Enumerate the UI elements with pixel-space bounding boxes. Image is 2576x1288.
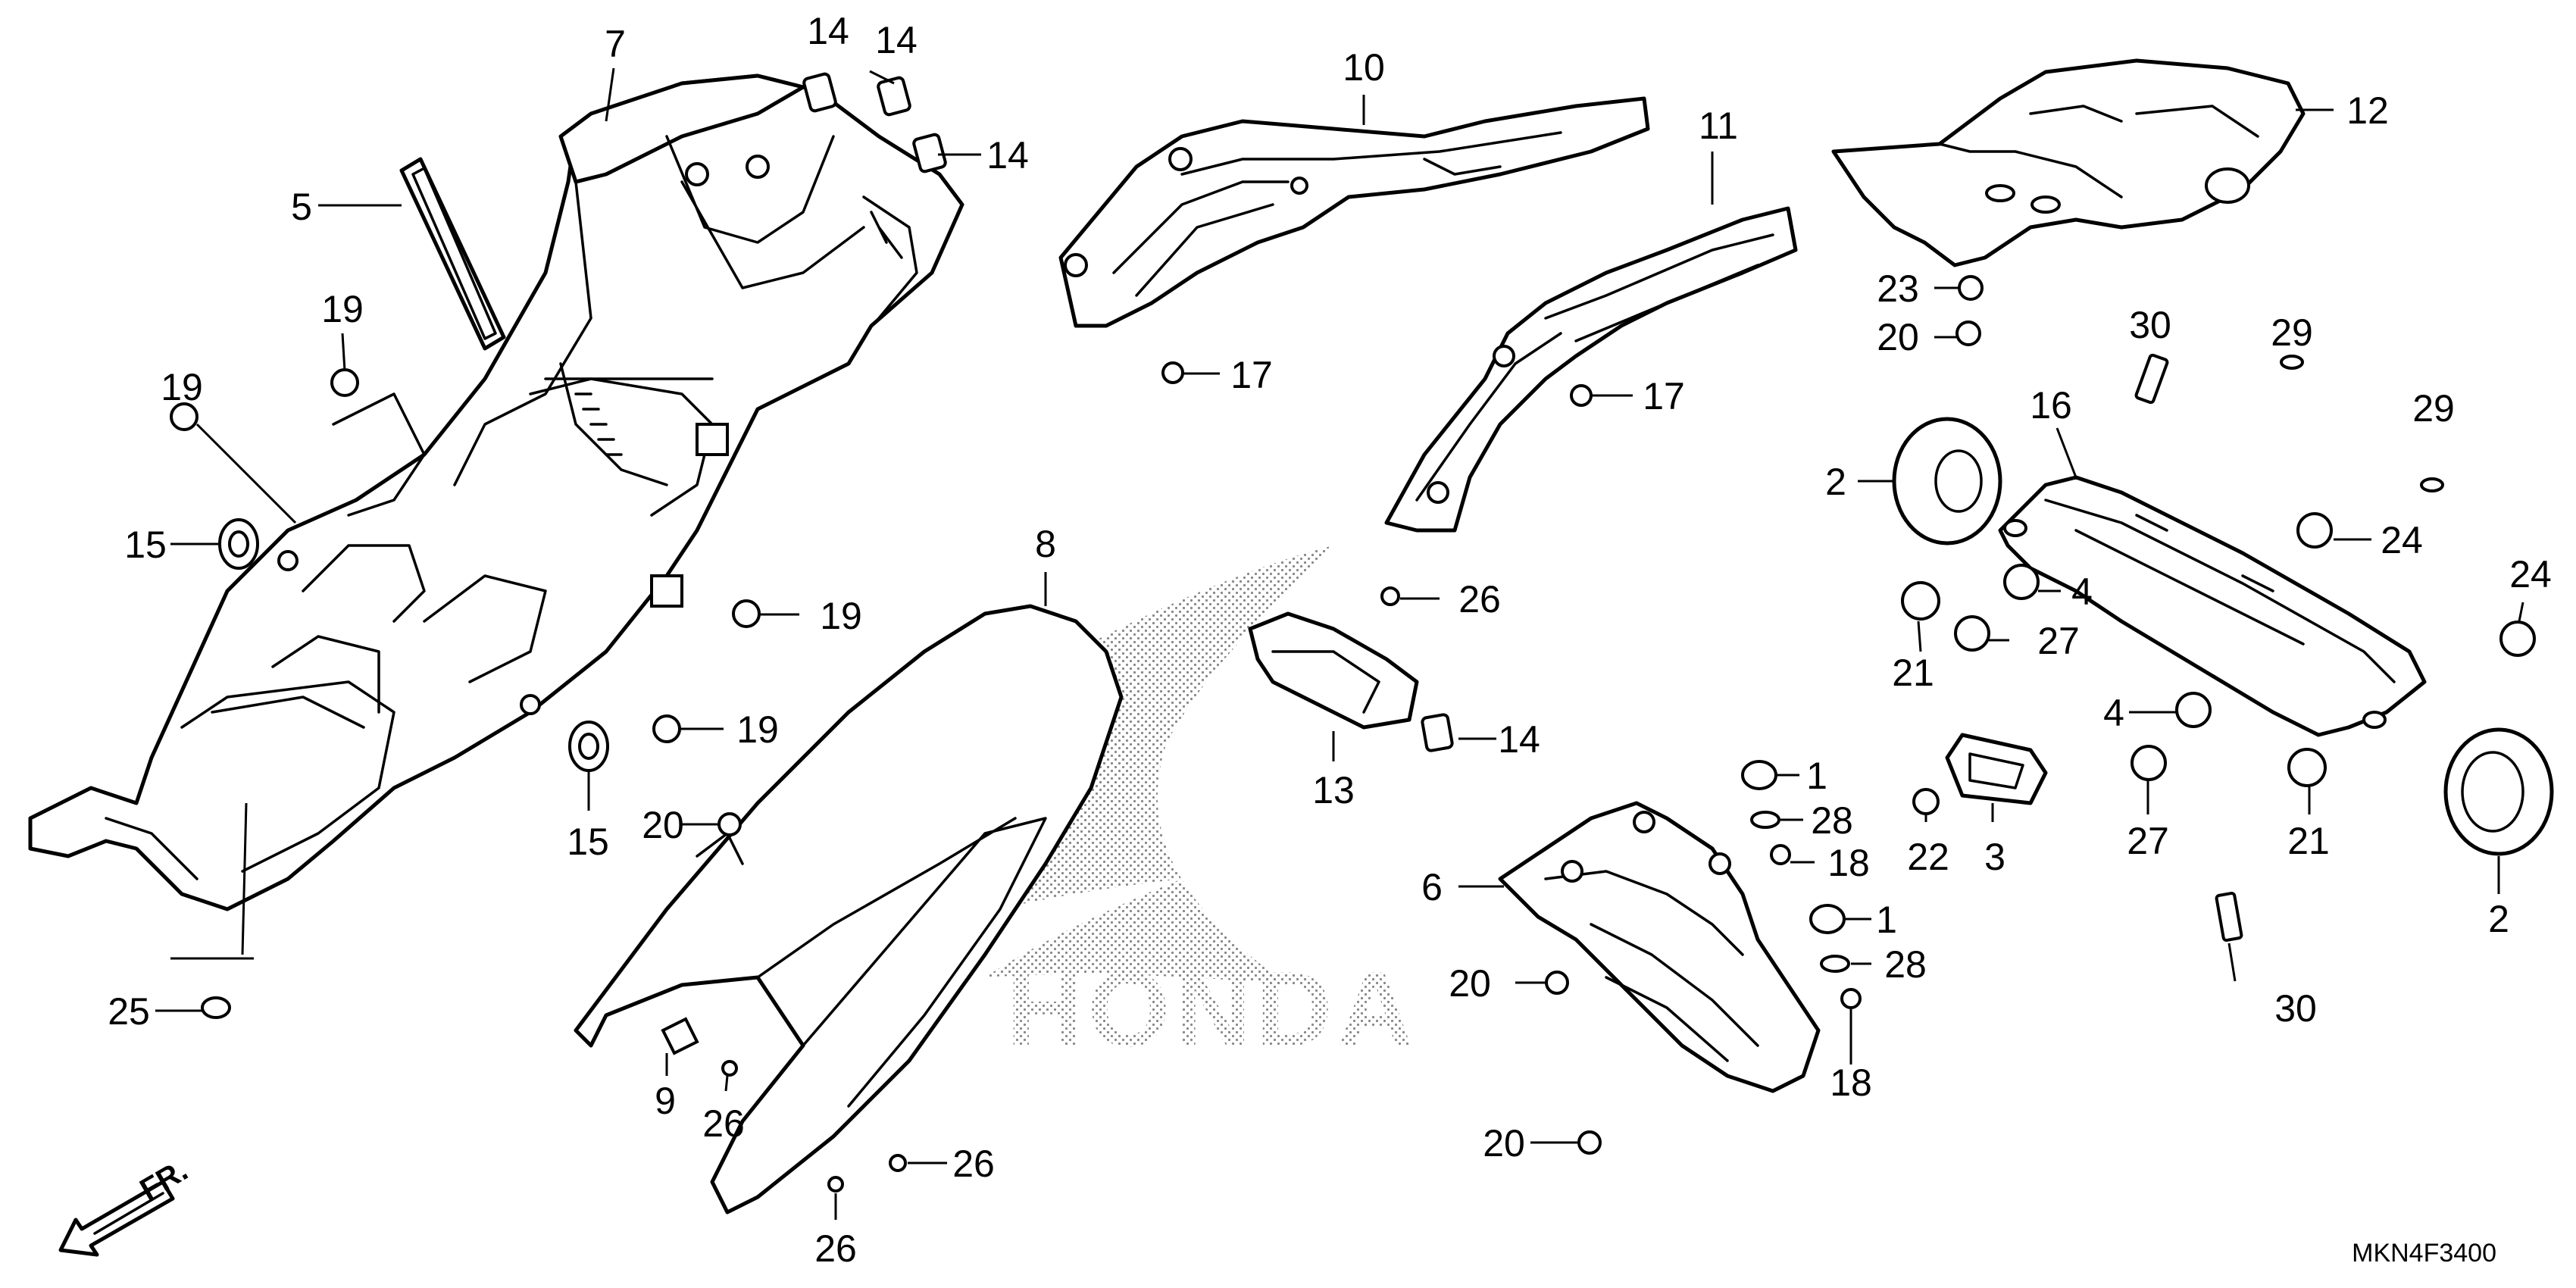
callout-26: 26 <box>952 1143 995 1185</box>
part-2-reflectors <box>1892 417 2554 856</box>
callout-26: 26 <box>702 1102 745 1145</box>
callout-16: 16 <box>2030 384 2072 427</box>
callout-5: 5 <box>291 186 312 228</box>
part-hardware-right <box>1901 353 2536 942</box>
part-5-seal-strip <box>399 157 506 351</box>
callout-15: 15 <box>567 821 609 863</box>
callout-26: 26 <box>1458 578 1501 621</box>
callout-17: 17 <box>1643 375 1685 417</box>
part-3-plate-light <box>1945 733 2048 805</box>
part-14-clips <box>802 72 1454 752</box>
callout-18: 18 <box>1827 842 1870 884</box>
part-16-plate-bracket <box>1998 475 2427 737</box>
watermark-text: HONDA <box>1006 949 1418 1068</box>
part-13-bracket <box>1248 586 1419 730</box>
callout-20: 20 <box>1483 1122 1525 1165</box>
callout-29: 29 <box>2271 311 2313 354</box>
callout-23: 23 <box>1877 267 1919 310</box>
part-10-side-rail <box>1058 96 1650 328</box>
callout-19: 19 <box>736 708 779 751</box>
part-17-bolts <box>1161 361 1593 407</box>
callout-2: 2 <box>1825 461 1846 503</box>
callout-18: 18 <box>1830 1061 1872 1104</box>
callout-7: 7 <box>605 23 626 65</box>
callout-20: 20 <box>1877 316 1919 358</box>
callout-20: 20 <box>1449 962 1491 1005</box>
callout-21: 21 <box>1892 652 1934 694</box>
callout-10: 10 <box>1343 46 1385 89</box>
callout-30: 30 <box>2129 304 2171 346</box>
callout-14: 14 <box>986 134 1029 177</box>
callout-15: 15 <box>124 524 167 566</box>
callout-19: 19 <box>161 366 203 408</box>
callout-26: 26 <box>814 1227 857 1270</box>
callout-27: 27 <box>2127 820 2169 862</box>
callout-20: 20 <box>642 804 684 846</box>
callout-8: 8 <box>1035 523 1056 565</box>
part-6-fender-bracket <box>1498 801 1821 1093</box>
callout-25: 25 <box>108 990 150 1033</box>
callout-29: 29 <box>2412 387 2455 430</box>
callout-24: 24 <box>2381 519 2423 561</box>
callout-12: 12 <box>2346 89 2389 132</box>
part-11-side-rail <box>1384 206 1798 533</box>
callout-6: 6 <box>1421 866 1443 908</box>
part-hardware-6 <box>1545 760 1862 1155</box>
part-8-rear-fender <box>574 604 1124 1215</box>
part-hardware-left <box>170 368 761 1019</box>
callout-2: 2 <box>2488 898 2509 940</box>
front-direction-marker: FR. <box>58 1153 193 1257</box>
callout-3: 3 <box>1984 836 2005 878</box>
callout-4: 4 <box>2103 692 2124 734</box>
callout-14: 14 <box>1498 718 1540 761</box>
callout-1: 1 <box>1806 755 1827 797</box>
callout-labels: 7 14 14 14 5 19 19 15 19 19 15 25 10 17 … <box>108 10 2552 1270</box>
callout-17: 17 <box>1230 354 1273 396</box>
diagram-code: MKN4F3400 <box>2352 1239 2496 1268</box>
part-7-rear-inner-fender <box>28 73 964 911</box>
part-12-tail-cover <box>1831 58 2306 346</box>
callout-1: 1 <box>1876 899 1897 941</box>
callout-22: 22 <box>1907 836 1949 878</box>
callout-28: 28 <box>1884 943 1927 986</box>
callout-14: 14 <box>875 19 918 61</box>
callout-19: 19 <box>820 595 862 637</box>
callout-9: 9 <box>655 1080 676 1122</box>
leader-lines <box>155 67 2524 1220</box>
callout-14: 14 <box>807 10 849 52</box>
callout-24: 24 <box>2509 553 2552 596</box>
callout-13: 13 <box>1312 769 1355 811</box>
callout-27: 27 <box>2037 620 2080 662</box>
callout-28: 28 <box>1811 799 1853 842</box>
callout-30: 30 <box>2274 987 2317 1030</box>
callout-19: 19 <box>321 288 364 330</box>
callout-11: 11 <box>1699 105 1738 147</box>
callout-4: 4 <box>2071 571 2093 613</box>
callout-21: 21 <box>2287 820 2330 862</box>
